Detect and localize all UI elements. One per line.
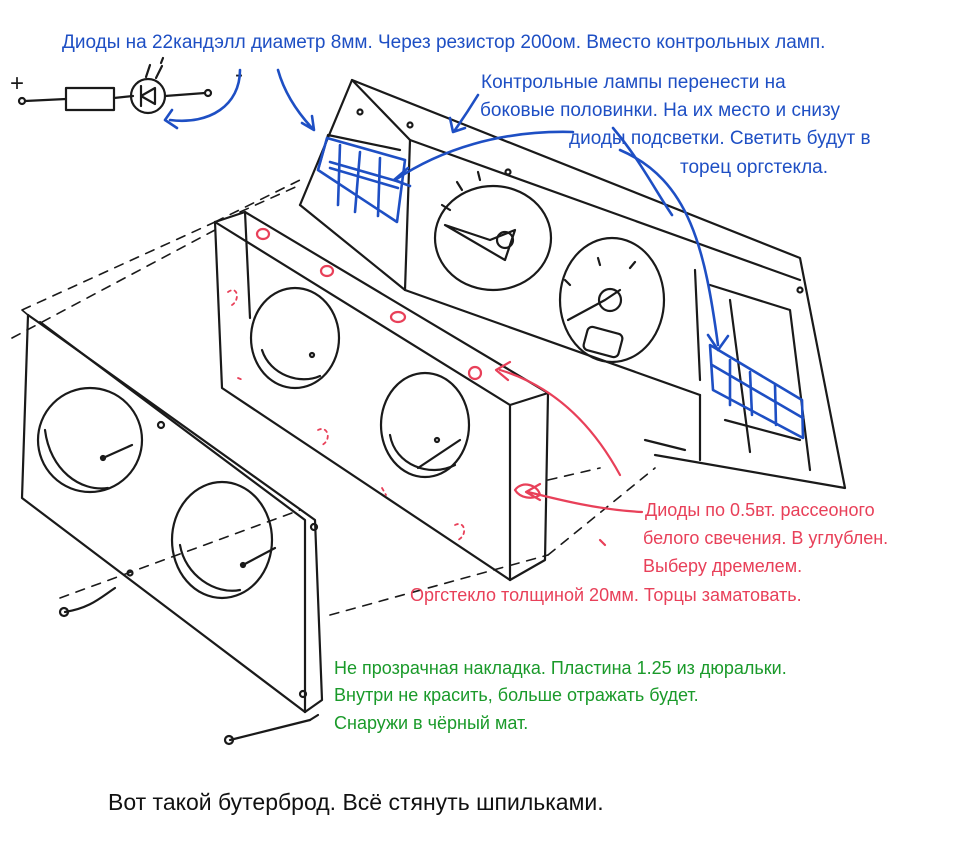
led-strip-top: [316, 136, 407, 224]
red-note-line-1: Диоды по 0.5вт. рассеоного: [645, 500, 875, 520]
lamps-note-line-1: Контрольные лампы перенести на: [481, 72, 786, 93]
diode-symbol: [129, 77, 167, 115]
back-housing: [298, 78, 847, 490]
front-overlay-plate: [20, 313, 324, 714]
plate-hole-right: [170, 480, 274, 600]
red-arrows: [494, 360, 644, 547]
lamps-note-line-3: диоды подсветки. Светить будут в: [569, 128, 871, 149]
diodes-header-note: Диоды на 22кандэлл диаметр 8мм. Через ре…: [62, 32, 826, 53]
led-strip-right: [708, 343, 805, 440]
alignment-lines: [11, 179, 656, 616]
green-note-line-1: Не прозрачная накладка. Пластина 1.25 из…: [334, 658, 787, 678]
footer-caption: Вот такой бутерброд. Всё стянуть шпилька…: [108, 789, 604, 815]
blue-arrows: [276, 68, 730, 352]
gauge-right: [558, 236, 666, 364]
green-note-line-2: Внутри не красить, больше отражать будет…: [334, 685, 699, 705]
circuit-schematic: + -: [10, 56, 243, 130]
plexi-hole-left: [249, 286, 341, 390]
green-note-line-3: Снаружи в чёрный мат.: [334, 713, 529, 733]
resistor-symbol: [64, 86, 116, 112]
plus-sign: +: [10, 70, 24, 97]
plexiglass-panel: [213, 210, 550, 582]
arrow-to-diode: [163, 68, 242, 130]
lamps-note-line-2: боковые половинки. На их место и снизу: [480, 100, 841, 121]
plexi-hole-right: [379, 371, 471, 479]
plate-hole-left: [36, 386, 144, 494]
led-marks: [227, 227, 542, 541]
lamps-note-line-4: торец оргстекла.: [680, 157, 829, 178]
red-note-line-4: Оргстекло толщиной 20мм. Торцы заматоват…: [410, 585, 802, 605]
red-note-line-3: Выберу дремелем.: [643, 556, 803, 576]
gauge-left: [433, 184, 553, 292]
pins: [58, 586, 320, 746]
red-note-line-2: белого свечения. В углублен.: [643, 528, 889, 548]
